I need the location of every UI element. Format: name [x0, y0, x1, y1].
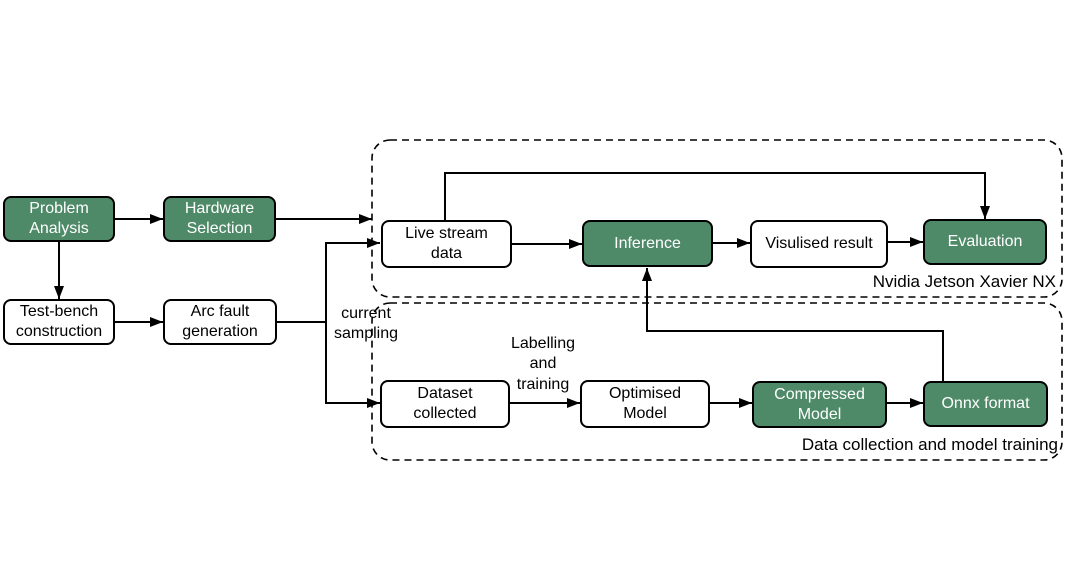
node-optimised-model: Optimised Model: [580, 380, 710, 428]
training-container-label: Data collection and model training: [801, 435, 1058, 454]
node-onnx-format: Onnx format: [923, 381, 1048, 427]
node-arc-fault-generation: Arc fault generation: [163, 299, 277, 345]
jetson-container-label: Nvidia Jetson Xavier NX: [872, 272, 1056, 291]
node-visulised-result: Visulised result: [750, 220, 888, 268]
edge-onnx-to-inference: [642, 268, 944, 381]
node-hardware-selection: Hardware Selection: [163, 196, 276, 242]
node-inference: Inference: [582, 220, 713, 267]
edge-arcfault-to-livestream: [277, 238, 380, 323]
node-compressed-model: Compressed Model: [752, 381, 887, 428]
edge-label-current-sampling: current sampling: [333, 305, 399, 343]
edge-livestream-to-evaluation-feedback: [444, 172, 990, 220]
node-live-stream-data: Live stream data: [381, 220, 512, 268]
edge-label-labelling-and-training: Labelling and training: [510, 335, 576, 393]
node-evaluation: Evaluation: [923, 219, 1047, 265]
training-container-border: [371, 302, 1063, 461]
node-dataset-collected: Dataset collected: [380, 380, 510, 428]
edge-arcfault-to-dataset: [325, 322, 380, 408]
node-problem-analysis: Problem Analysis: [3, 196, 115, 242]
node-test-bench-construction: Test-bench construction: [3, 299, 115, 345]
